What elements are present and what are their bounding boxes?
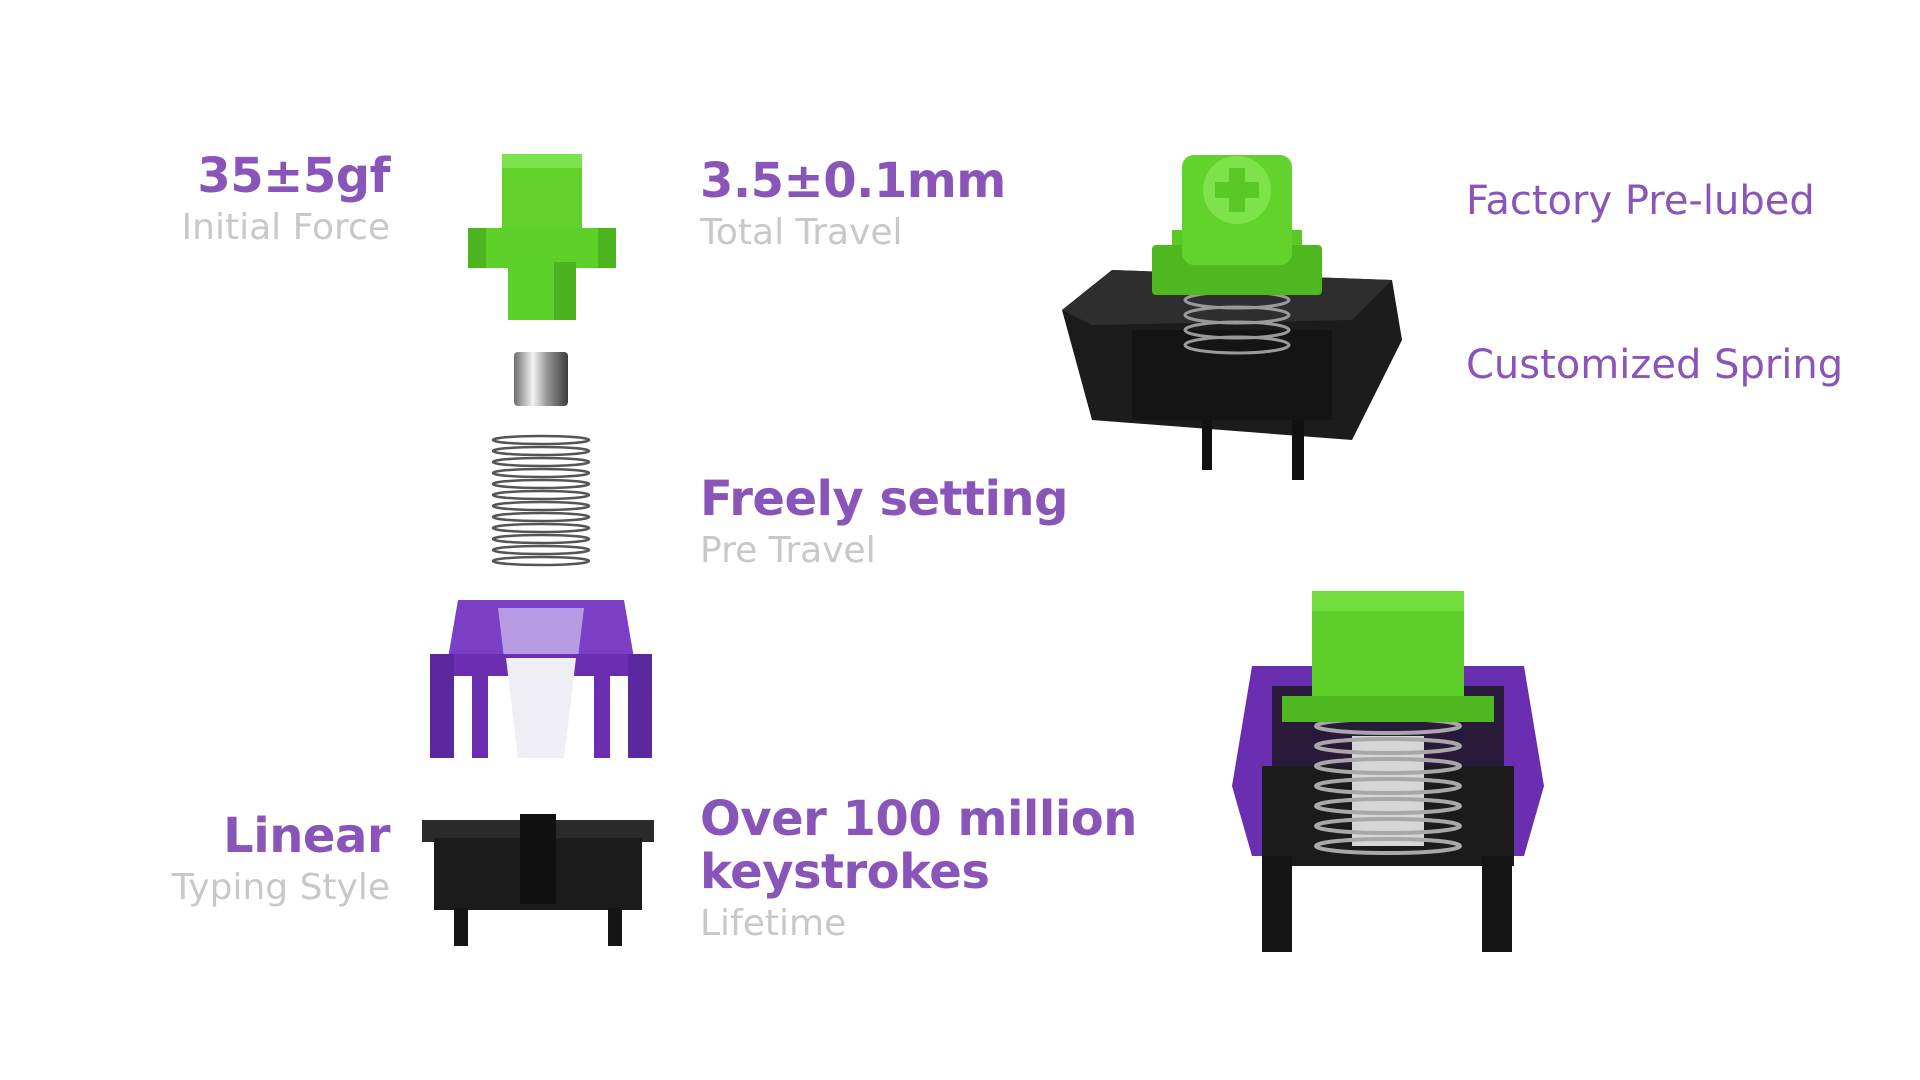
- assembled-switch-image: [1062, 155, 1402, 480]
- pre-travel-label: Pre Travel: [700, 529, 876, 571]
- lifetime-label: Lifetime: [700, 902, 847, 944]
- cutaway-switch-image: [1232, 591, 1544, 952]
- initial-force-spec: 35±5gf Initial Force: [160, 148, 391, 252]
- lifetime-spec: Over 100 million keystrokes Lifetime: [700, 793, 1137, 947]
- lifetime-value-line2: keystrokes: [700, 843, 990, 900]
- total-travel-spec: 3.5±0.1mm Total Travel: [700, 155, 1006, 257]
- top-housing-image: [430, 600, 652, 758]
- initial-force-label: Initial Force: [181, 206, 390, 248]
- typing-style-label: Typing Style: [171, 866, 390, 908]
- initial-force-value: 35±5gf: [197, 148, 390, 204]
- pre-travel-value: Freely setting: [700, 471, 1068, 527]
- stem-image: [468, 154, 616, 320]
- feature-customized-spring: Customized Spring: [1466, 342, 1844, 388]
- typing-style-spec: Linear Typing Style: [150, 808, 391, 912]
- total-travel-value: 3.5±0.1mm: [700, 153, 1006, 209]
- total-travel-label: Total Travel: [700, 211, 903, 253]
- feature-pre-lubed: Factory Pre-lubed: [1466, 178, 1815, 224]
- lifetime-value-line1: Over 100 million: [700, 791, 1137, 847]
- pre-travel-spec: Freely setting Pre Travel: [700, 473, 1068, 575]
- bottom-housing-image: [422, 814, 654, 946]
- typing-style-value: Linear: [223, 808, 390, 864]
- cylinder-image: [514, 352, 568, 406]
- spring-image: [491, 434, 591, 567]
